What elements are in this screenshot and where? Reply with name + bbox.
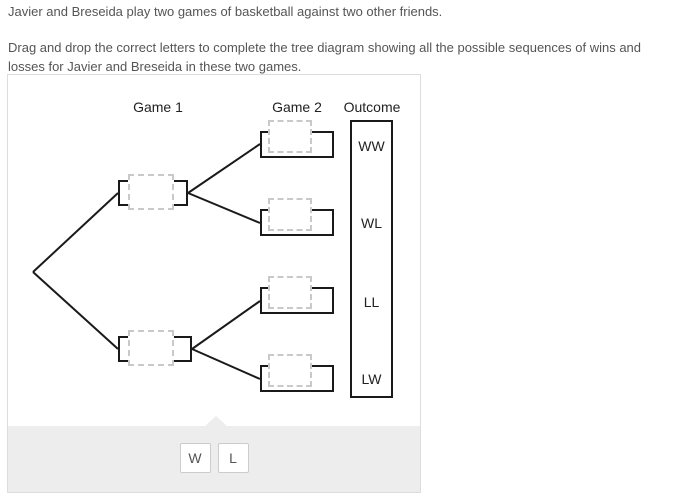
tree-diagram: Game 1 Game 2 Outcome WW WL LL LW bbox=[8, 75, 420, 426]
tree-diagram-panel: Game 1 Game 2 Outcome WW WL LL LW W bbox=[7, 74, 421, 493]
letter-tile-w[interactable]: W bbox=[179, 443, 211, 473]
drop-zone-game2-wl[interactable] bbox=[268, 198, 312, 231]
letter-tile-tray: W L bbox=[8, 426, 420, 492]
column-header-game1: Game 1 bbox=[133, 99, 183, 115]
outcome-box: WW WL LL LW bbox=[350, 120, 393, 398]
node-game1-top bbox=[118, 174, 188, 210]
outcome-label-lw: LW bbox=[361, 371, 382, 387]
node-game2-ww bbox=[260, 120, 334, 158]
outcome-label-wl: WL bbox=[361, 215, 382, 231]
drop-zone-game2-lw[interactable] bbox=[268, 354, 312, 387]
node-game2-wl bbox=[260, 198, 334, 236]
outcome-label-ww: WW bbox=[358, 138, 385, 154]
drop-zone-game1-top[interactable] bbox=[128, 174, 174, 210]
drop-zone-game2-ll[interactable] bbox=[268, 276, 312, 309]
instructions-line-1: Javier and Breseida play two games of ba… bbox=[8, 4, 443, 19]
outcome-label-ll: LL bbox=[363, 294, 380, 310]
instructions: Javier and Breseida play two games of ba… bbox=[8, 2, 688, 76]
tray-notch-icon bbox=[205, 416, 227, 426]
drop-zone-game1-bottom[interactable] bbox=[128, 330, 174, 366]
column-header-game2: Game 2 bbox=[272, 99, 322, 115]
drop-zone-game2-ww[interactable] bbox=[268, 120, 312, 153]
column-header-outcome: Outcome bbox=[343, 99, 401, 115]
instructions-line-2: Drag and drop the correct letters to com… bbox=[8, 40, 642, 74]
tree-branch-lines bbox=[32, 143, 261, 380]
node-game2-ll bbox=[260, 276, 334, 314]
node-game2-lw bbox=[260, 354, 334, 392]
letter-tile-l[interactable]: L bbox=[217, 443, 249, 473]
node-game1-bottom bbox=[118, 330, 192, 366]
